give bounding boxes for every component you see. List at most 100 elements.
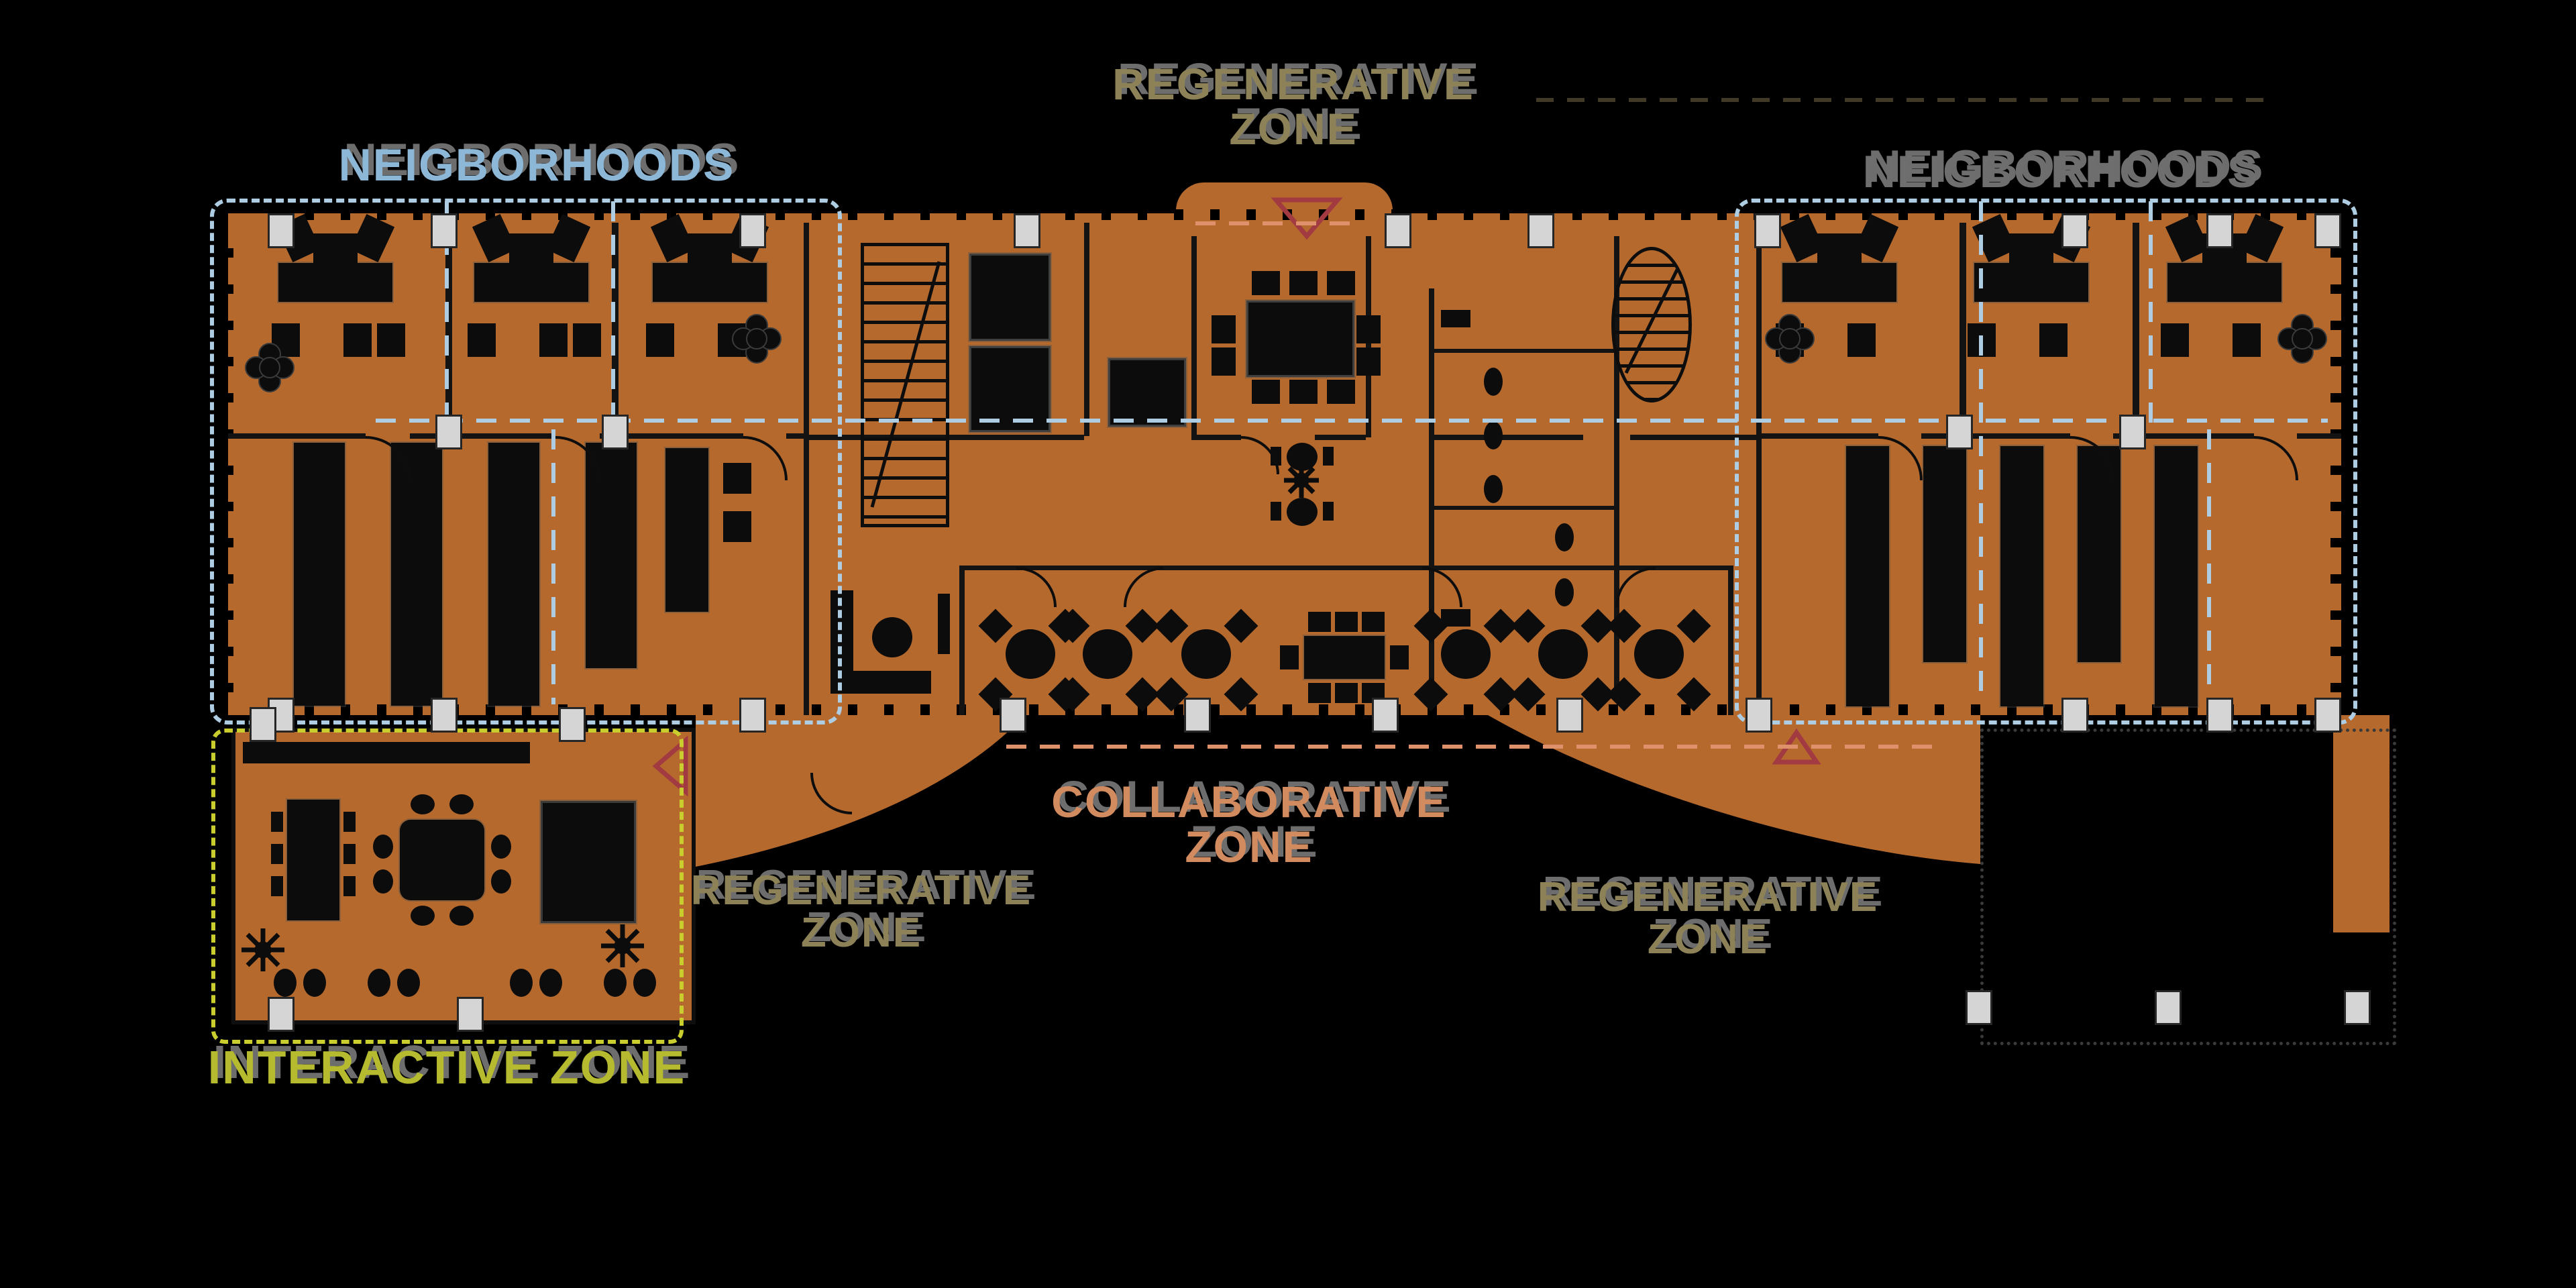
wall <box>1756 223 1762 715</box>
chair <box>1327 271 1355 295</box>
door-arcs <box>365 436 2298 814</box>
column <box>1946 415 1973 449</box>
chair <box>343 844 356 864</box>
label-line: ZONE <box>800 910 922 957</box>
lounge-chair <box>633 969 656 997</box>
stair-lines <box>870 261 1679 508</box>
chair <box>1356 347 1381 376</box>
wc-sink <box>1441 310 1470 327</box>
label-line: REGENERATIVE <box>690 867 1032 914</box>
wall <box>1728 566 1733 715</box>
platform <box>541 801 636 923</box>
wall <box>2133 223 2139 436</box>
desk <box>2167 263 2282 302</box>
label-line: ZONE <box>1229 104 1358 154</box>
chair <box>1271 447 1281 466</box>
chair <box>449 906 474 926</box>
wall <box>445 223 452 436</box>
label-line: NEIGBORHOODS <box>1862 146 2259 197</box>
chair <box>491 869 511 894</box>
label-line: REGENERATIVE <box>1112 59 1474 109</box>
meeting-table <box>1441 629 1491 679</box>
chair <box>343 876 356 896</box>
chair <box>1323 502 1334 521</box>
wall <box>1084 223 1089 436</box>
column <box>1966 990 1992 1025</box>
wall <box>600 433 743 439</box>
chair <box>411 794 435 814</box>
desk-bench <box>294 443 345 706</box>
wall <box>961 566 1733 570</box>
storage <box>343 323 372 357</box>
balcony-dash <box>1195 221 1360 225</box>
storage <box>539 323 568 357</box>
storage <box>2161 323 2189 357</box>
zone-divider-dash <box>2149 201 2153 423</box>
meeting-table <box>1634 629 1684 679</box>
chair <box>271 844 283 864</box>
column <box>2314 698 2341 733</box>
chair <box>1335 612 1358 632</box>
zone-divider-dash <box>445 201 449 423</box>
chair <box>1252 271 1280 295</box>
regenerative-link-dash <box>1536 98 2274 102</box>
chair <box>411 906 435 926</box>
chair <box>373 835 393 859</box>
meeting-table <box>1181 629 1231 679</box>
collaborative-boundary-dash <box>1006 745 1945 749</box>
column <box>2155 990 2182 1025</box>
chair <box>373 869 393 894</box>
desk-bench <box>2000 446 2043 706</box>
wc-fixture <box>1555 523 1574 551</box>
meeting-table <box>1083 629 1132 679</box>
wall <box>228 433 366 439</box>
wall <box>1429 288 1434 699</box>
wall <box>1429 349 1614 353</box>
lounge-chair <box>368 969 390 997</box>
storage <box>723 463 751 494</box>
column <box>2206 698 2233 733</box>
desk-bench <box>586 443 637 668</box>
label-neighborhoods-right: NEIGBORHOODS <box>1862 146 2259 197</box>
column <box>431 213 458 248</box>
chair <box>343 812 356 832</box>
chair <box>1308 612 1331 632</box>
chair <box>271 876 283 896</box>
building-east-lower-slab <box>2333 715 2390 932</box>
chair <box>1327 380 1355 404</box>
chair <box>271 812 283 832</box>
column <box>2314 213 2341 248</box>
lounge-chair <box>604 969 627 997</box>
wall <box>1191 236 1197 437</box>
label-line: INTERACTIVE ZONE <box>207 1041 686 1093</box>
label-line: ZONE <box>1647 916 1769 963</box>
desk <box>1974 263 2088 302</box>
service-room <box>1108 358 1186 427</box>
desk <box>474 263 588 302</box>
lounge-table <box>872 617 912 657</box>
chair <box>449 794 474 814</box>
terrace-wedge-left <box>696 715 1025 867</box>
zone-divider-dash <box>2207 429 2211 704</box>
column <box>431 698 458 733</box>
wall <box>959 566 965 715</box>
chair <box>1289 271 1318 295</box>
triangle-marker-down <box>1271 197 1343 240</box>
wc-fixture <box>1555 578 1574 606</box>
label-line: REGENERATIVE <box>1537 874 1879 920</box>
neighborhoods-connector-dash <box>376 419 2328 423</box>
wall <box>1429 435 1583 440</box>
meeting-table <box>1246 301 1354 377</box>
column <box>2344 990 2371 1025</box>
wall <box>1630 435 1756 440</box>
lounge-chair <box>539 969 562 997</box>
column <box>1000 698 1026 733</box>
desk <box>278 263 392 302</box>
label-regenerative-zone-top: REGENERATIVE ZONE <box>1112 59 1474 154</box>
meeting-table <box>1006 629 1055 679</box>
column <box>2061 698 2088 733</box>
column <box>435 415 462 449</box>
chair <box>1356 315 1381 343</box>
column <box>559 707 586 742</box>
